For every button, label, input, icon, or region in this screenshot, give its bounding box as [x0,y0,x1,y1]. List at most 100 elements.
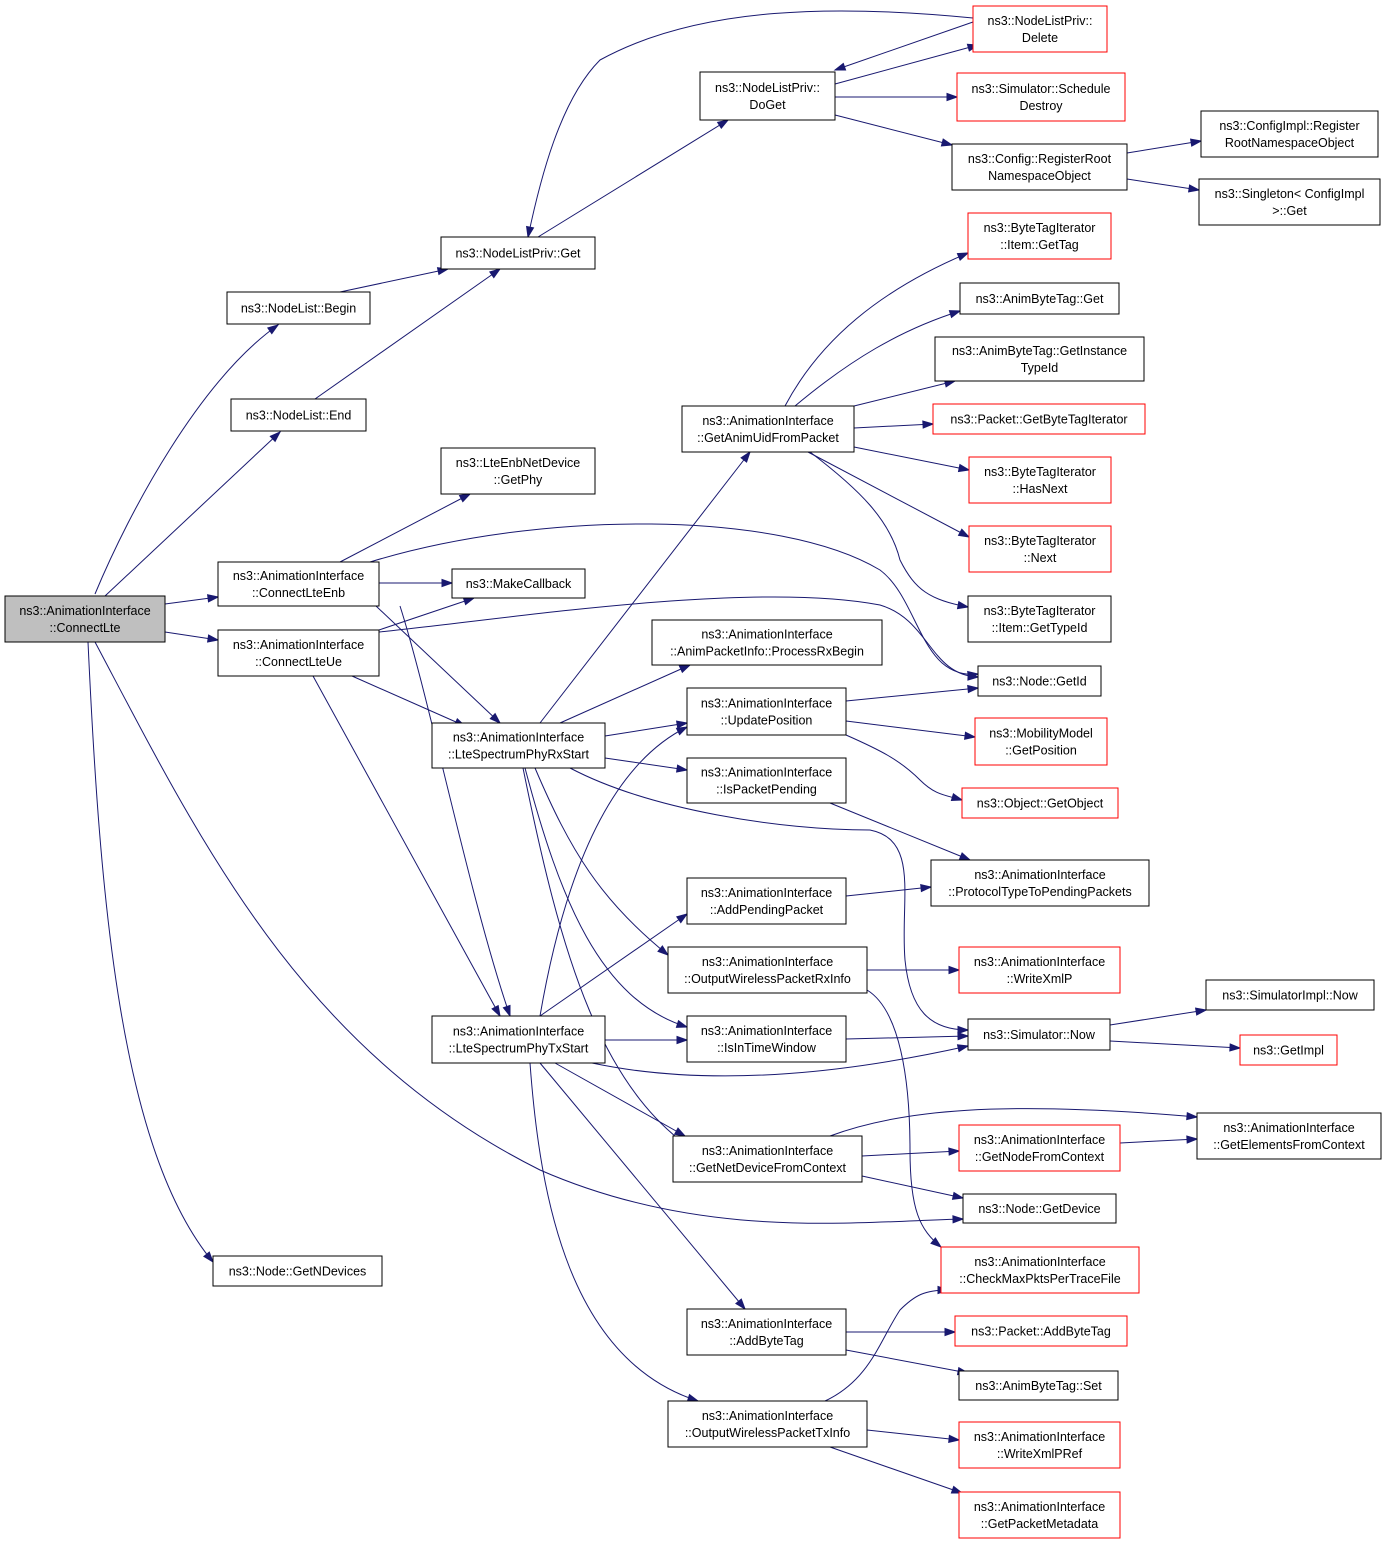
node-configimpl-register-root[interactable]: ns3::ConfigImpl::RegisterRootNamespaceOb… [1200,110,1379,158]
edge-line [845,734,963,801]
edge-line [829,1446,963,1494]
node-mobility-getposition[interactable]: ns3::MobilityModel::GetPosition [974,717,1108,766]
node-box [4,595,166,643]
node-node-getdevice[interactable]: ns3::Node::GetDevice [962,1193,1117,1224]
node-lte-rx-start[interactable]: ns3::AnimationInterface::LteSpectrumPhyR… [431,722,606,769]
node-lteenb-getphy[interactable]: ns3::LteEnbNetDevice::GetPhy [440,447,596,495]
node-protocol-type-pending[interactable]: ns3::AnimationInterface::ProtocolTypeToP… [930,859,1150,907]
node-is-in-time-window[interactable]: ns3::AnimationInterface::IsInTimeWindow [686,1015,847,1063]
node-nodelistpriv-get[interactable]: ns3::NodeListPriv::Get [440,236,596,270]
node-output-rx-info[interactable]: ns3::AnimationInterface::OutputWirelessP… [667,946,868,994]
node-node-getndevices[interactable]: ns3::Node::GetNDevices [212,1255,383,1287]
edge-line [559,664,691,724]
node-box [954,1315,1128,1347]
node-get-impl[interactable]: ns3::GetImpl [1239,1034,1338,1066]
node-node-getid[interactable]: ns3::Node::GetId [977,665,1102,697]
arrowhead [956,600,970,610]
node-bytetag-next[interactable]: ns3::ByteTagIterator::Next [968,525,1112,573]
node-box [686,1015,847,1063]
edge-connect-lte-ue-to-lte-rx-start [351,675,467,727]
node-box [962,1193,1117,1224]
node-packet-addbytetag[interactable]: ns3::Packet::AddByteTag [954,1315,1128,1347]
node-get-packet-metadata[interactable]: ns3::AnimationInterface::GetPacketMetada… [958,1491,1121,1539]
edge-line [845,886,932,897]
edge-lte-rx-start-to-output-rx-info [534,767,670,956]
node-nodelist-begin[interactable]: ns3::NodeList::Begin [226,291,371,325]
node-add-pending-packet[interactable]: ns3::AnimationInterface::AddPendingPacke… [686,877,847,925]
node-label-line: ns3::LteEnbNetDevice [456,456,580,470]
node-singleton-get[interactable]: ns3::Singleton< ConfigImpl>::Get [1198,178,1381,226]
node-animbytetag-get[interactable]: ns3::AnimByteTag::Get [959,282,1120,315]
node-label-line: ns3::AnimationInterface [701,1317,832,1331]
node-object-getobject[interactable]: ns3::Object::GetObject [961,787,1119,819]
arrowhead [203,1251,214,1264]
node-box [1205,979,1375,1011]
node-box [651,619,883,666]
node-get-anim-uid[interactable]: ns3::AnimationInterface::GetAnimUidFromP… [681,405,855,453]
arrowhead [488,268,502,279]
node-lte-tx-start[interactable]: ns3::AnimationInterface::LteSpectrumPhyT… [431,1015,606,1064]
node-get-elements-ctx[interactable]: ns3::AnimationInterface::GetElementsFrom… [1196,1112,1382,1160]
edge-line [554,1062,686,1137]
node-bytetag-item-gettag[interactable]: ns3::ByteTagIterator::Item::GetTag [967,212,1112,260]
node-label-line: Delete [1022,31,1058,45]
node-label-line: ns3::NodeListPriv::Get [455,247,581,261]
node-label-line: ns3::NodeListPriv:: [715,81,820,95]
edge-line [834,44,979,85]
node-anim-packet-info[interactable]: ns3::AnimationInterface::AnimPacketInfo:… [651,619,883,666]
node-check-max-pkts[interactable]: ns3::AnimationInterface::CheckMaxPktsPer… [940,1246,1140,1294]
node-box [958,1370,1119,1401]
node-label-line: ns3::Node::GetDevice [978,1202,1100,1216]
node-get-node-ctx[interactable]: ns3::AnimationInterface::GetNodeFromCont… [958,1124,1121,1172]
node-box [958,946,1121,994]
edge-lte-rx-start-to-simulator-now [569,767,970,1035]
node-box [672,1135,863,1183]
node-box [958,1124,1121,1172]
node-label-line: ::Item::GetTag [1000,238,1079,252]
node-output-tx-info[interactable]: ns3::AnimationInterface::OutputWirelessP… [667,1400,868,1448]
arrowhead [967,684,980,694]
node-root[interactable]: ns3::AnimationInterface::ConnectLte [4,595,166,643]
node-label-line: ns3::AnimationInterface [233,638,364,652]
node-add-byte-tag[interactable]: ns3::AnimationInterface::AddByteTag [686,1308,847,1356]
arrowhead [958,852,972,861]
node-box [940,1246,1140,1294]
node-label-line: ns3::AnimByteTag::Set [975,1379,1102,1393]
node-label-line: ns3::AnimationInterface [701,766,832,780]
node-box [686,687,847,736]
arrowhead [950,792,964,802]
node-make-callback[interactable]: ns3::MakeCallback [451,568,586,599]
node-box [961,787,1119,819]
node-box [951,143,1128,191]
call-nodes: ns3::AnimationInterface::ConnectLtens3::… [4,5,1382,1539]
node-connect-lte-ue[interactable]: ns3::AnimationInterface::ConnectLteUe [217,629,380,677]
node-nodelistpriv-delete[interactable]: ns3::NodeListPriv::Delete [972,5,1108,53]
node-bytetag-hasnext[interactable]: ns3::ByteTagIterator::HasNext [968,456,1112,504]
node-update-position[interactable]: ns3::AnimationInterface::UpdatePosition [686,687,847,736]
edge-line [1126,140,1202,154]
arrowhead [673,1127,687,1137]
node-connect-lte-enb[interactable]: ns3::AnimationInterface::ConnectLteEnb [217,561,380,607]
arrowhead [948,965,961,975]
edge-update-position-to-object-getobject [845,734,964,802]
node-simulatorimpl-now[interactable]: ns3::SimulatorImpl::Now [1205,979,1375,1011]
node-simulator-now[interactable]: ns3::Simulator::Now [967,1018,1111,1051]
node-label-line: ns3::Node::GetNDevices [229,1265,367,1279]
node-is-packet-pending[interactable]: ns3::AnimationInterface::IsPacketPending [686,757,847,804]
node-animbytetag-set[interactable]: ns3::AnimByteTag::Set [958,1370,1119,1401]
node-get-netdevice-ctx[interactable]: ns3::AnimationInterface::GetNetDeviceFro… [672,1135,863,1183]
node-label-line: ns3::AnimByteTag::Get [976,292,1104,306]
edge-line [569,767,969,1031]
node-write-xmlpref[interactable]: ns3::AnimationInterface::WriteXmlPRef [958,1421,1121,1469]
arrowhead [940,138,954,147]
node-label-line: ns3::Config::RegisterRoot [968,152,1112,166]
node-nodelistpriv-doget[interactable]: ns3::NodeListPriv::DoGet [699,71,836,121]
node-nodelist-end[interactable]: ns3::NodeList::End [230,398,367,432]
node-bytetag-item-gettypeid[interactable]: ns3::ByteTagIterator::Item::GetTypeId [967,595,1112,643]
node-write-xmlp[interactable]: ns3::AnimationInterface::WriteXmlP [958,946,1121,994]
node-box [932,403,1146,435]
node-packet-getbytetagiter[interactable]: ns3::Packet::GetByteTagIterator [932,403,1146,435]
